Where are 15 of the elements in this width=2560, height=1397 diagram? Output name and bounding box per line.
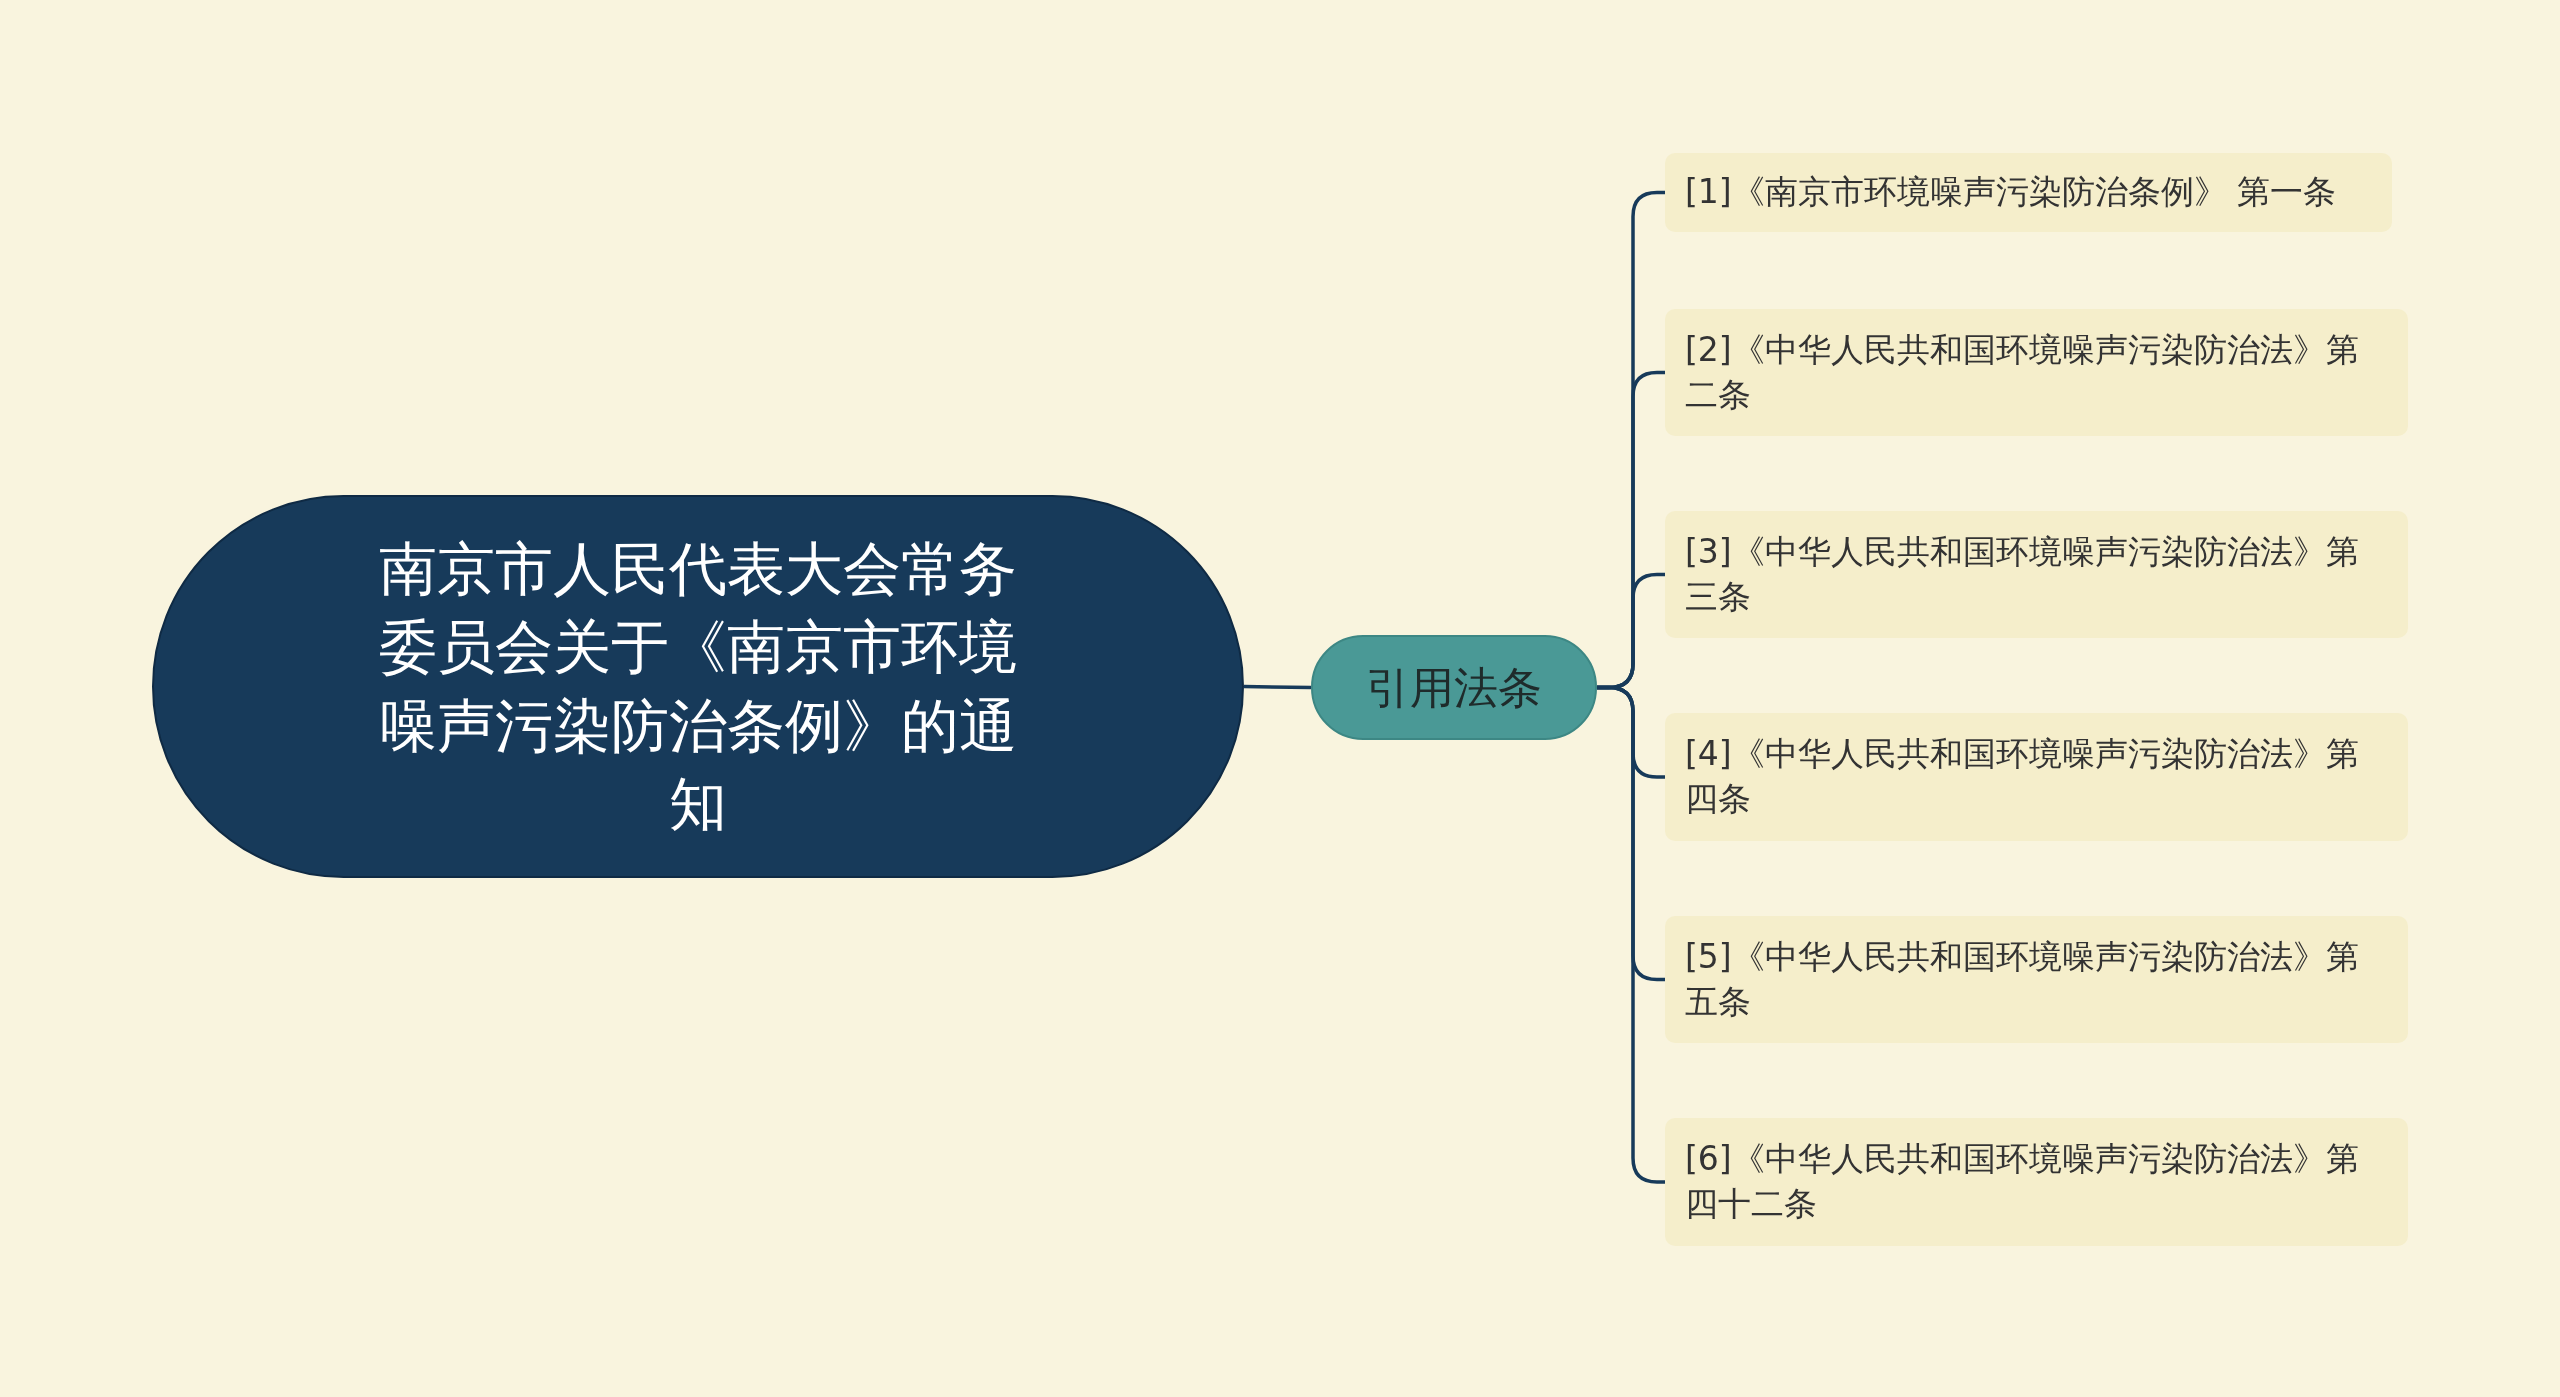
leaf-box — [1665, 153, 2392, 232]
leaf-box — [1665, 916, 2408, 1043]
node-text: [3]《中华人民共和国环境噪声污染防治法》第三条 — [1685, 530, 2360, 618]
leaf-box — [1665, 309, 2408, 436]
node-text: 南京市人民代表大会常务委员会关于《南京市环境噪声污染防治条例》的通知 — [378, 533, 1018, 840]
node-text: 引用法条 — [1366, 660, 1542, 715]
leaf-box — [1665, 511, 2408, 638]
connector — [1243, 684, 1312, 690]
leaf-box — [1665, 713, 2408, 841]
node-text: [1]《南京市环境噪声污染防治条例》 第一条 — [1685, 171, 2337, 214]
node-text: [4]《中华人民共和国环境噪声污染防治法》第四条 — [1685, 733, 2360, 820]
node-text: [2]《中华人民共和国环境噪声污染防治法》第二条 — [1685, 328, 2360, 416]
node-text: [6]《中华人民共和国环境噪声污染防治法》第四十二条 — [1685, 1138, 2360, 1225]
leaf-box — [1665, 1118, 2408, 1246]
node-text: [5]《中华人民共和国环境噪声污染防治法》第五条 — [1685, 935, 2360, 1023]
